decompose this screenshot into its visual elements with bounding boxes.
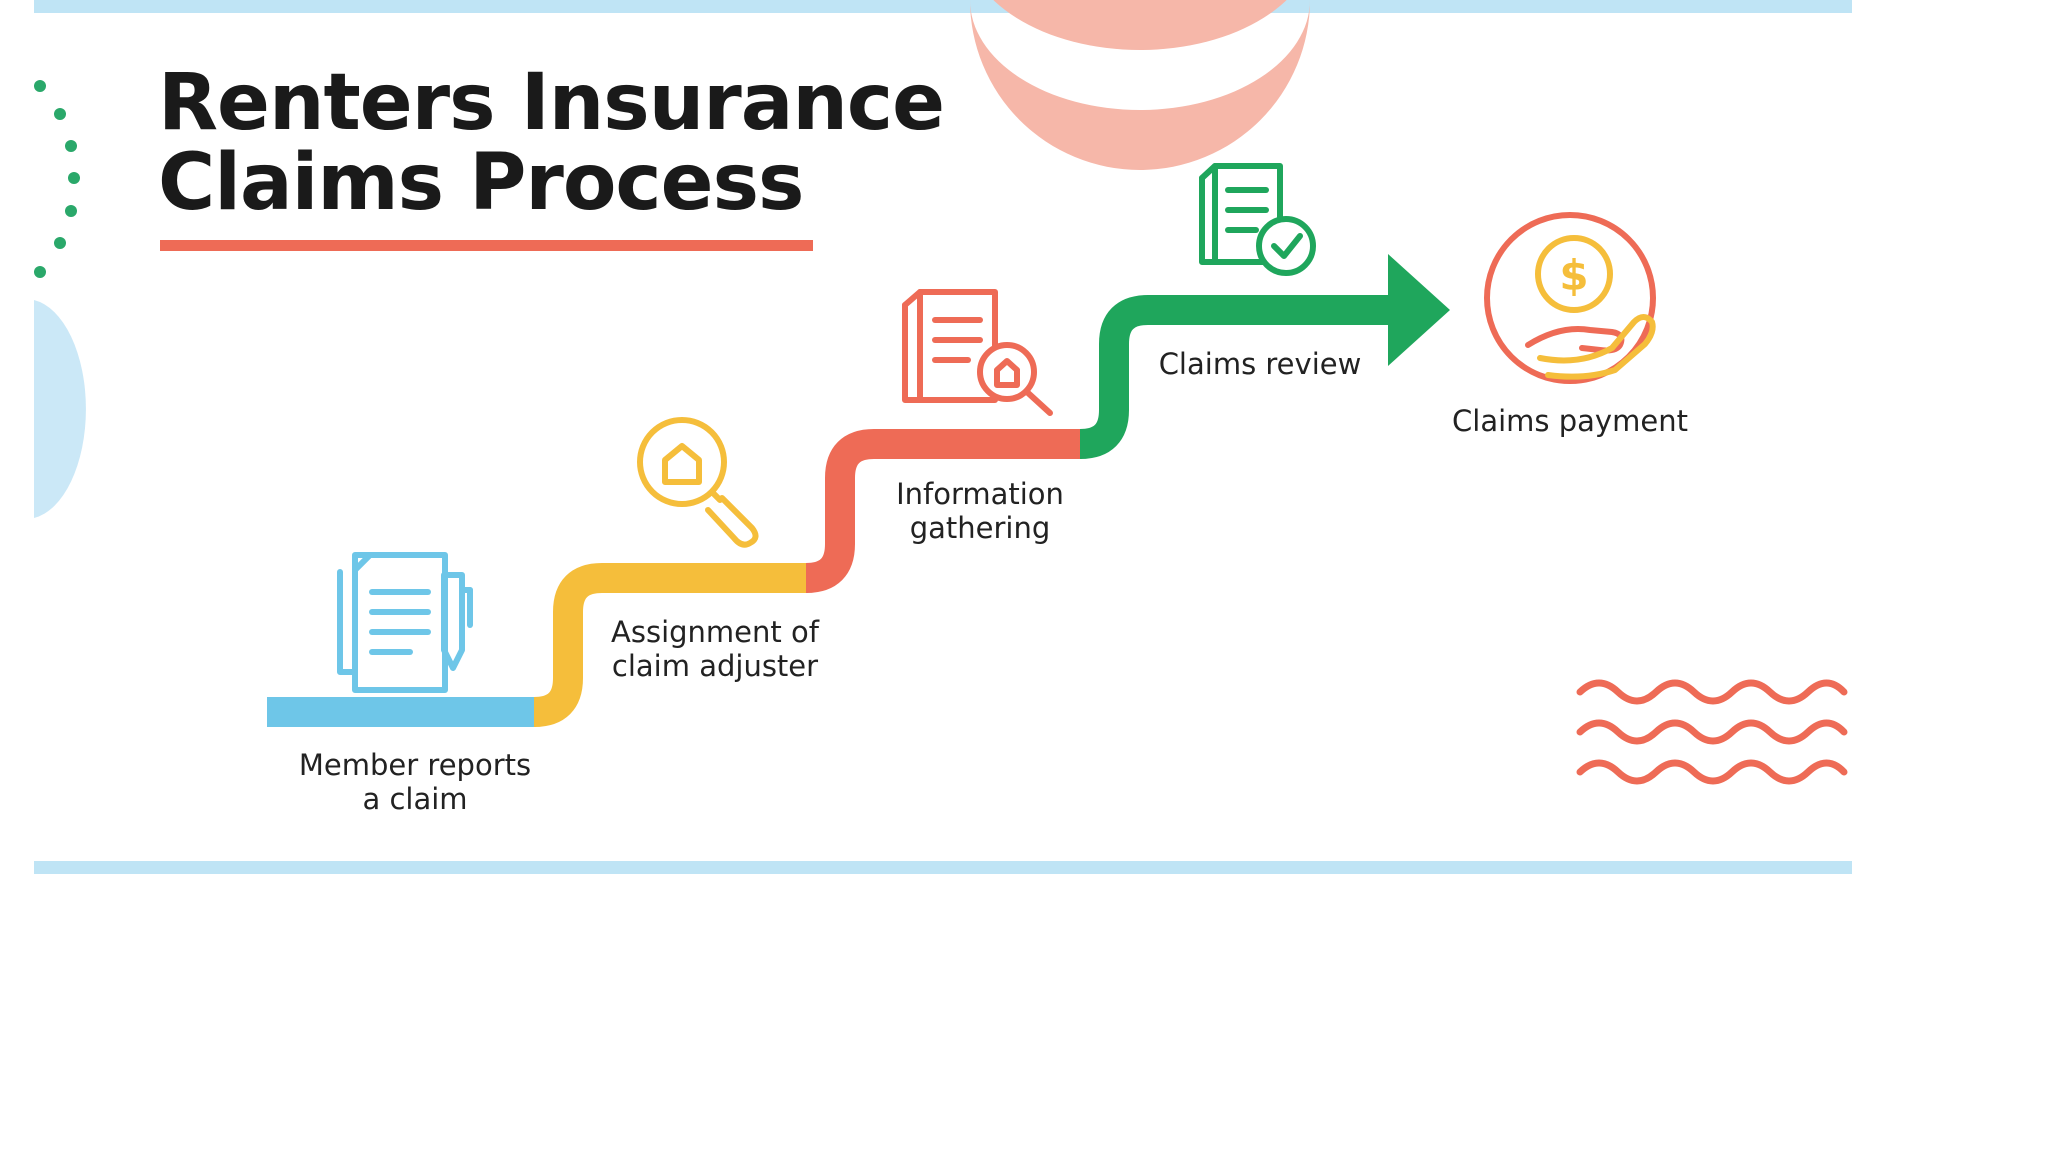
step-1-label-line-1: Member reports bbox=[298, 748, 532, 782]
step-3-label-line-2: gathering bbox=[909, 511, 1051, 545]
step-3-path-segment bbox=[805, 429, 1082, 593]
document-pen-icon bbox=[337, 552, 473, 693]
top-border-bar bbox=[34, 0, 1852, 13]
house-magnifier-icon bbox=[637, 417, 759, 548]
step-2-label-line-2: claim adjuster bbox=[611, 649, 819, 683]
svg-text:$: $ bbox=[1559, 251, 1588, 300]
step-2-path-segment bbox=[533, 563, 808, 727]
step-5-label-line-1: Claims payment bbox=[1452, 404, 1688, 438]
document-check-icon bbox=[1199, 163, 1316, 276]
step-4-label: Claims review bbox=[1140, 347, 1380, 381]
step-2-label: Assignment of claim adjuster bbox=[570, 615, 860, 683]
step-3-label: Information gathering bbox=[860, 477, 1100, 545]
hand-dollar-coin-icon: $ bbox=[1484, 212, 1656, 384]
document-search-icon bbox=[902, 289, 1053, 416]
step-2-label-line-1: Assignment of bbox=[611, 615, 819, 649]
blue-half-circle-left bbox=[34, 300, 86, 518]
step-5-label: Claims payment bbox=[1420, 404, 1720, 438]
wave-decoration bbox=[1576, 679, 1848, 785]
peach-circle-top-fill bbox=[993, 0, 1287, 50]
step-4-label-line-1: Claims review bbox=[1158, 347, 1362, 381]
title-underline bbox=[160, 240, 813, 251]
step-1-label-line-2: a claim bbox=[362, 782, 468, 816]
title-line-2: Claims Process bbox=[158, 138, 804, 228]
step-4-path-segment bbox=[1079, 295, 1394, 459]
peach-circle-top bbox=[970, 0, 1310, 170]
green-dot-arc bbox=[34, 80, 80, 278]
step-1-label: Member reports a claim bbox=[265, 748, 565, 816]
process-arrow-head bbox=[1388, 254, 1450, 366]
title-line-1: Renters Insurance bbox=[158, 58, 945, 148]
bottom-border-bar bbox=[34, 861, 1852, 874]
step-3-label-line-1: Information bbox=[896, 477, 1064, 511]
